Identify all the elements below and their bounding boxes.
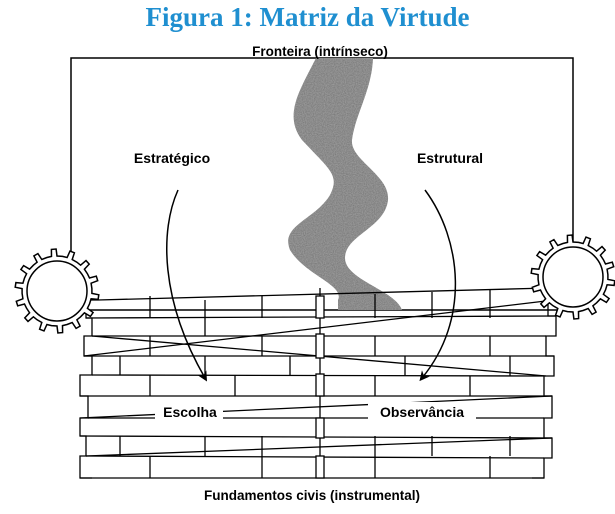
top-label: Fronteira (intrínseco) <box>252 44 388 59</box>
bottom-label: Fundamentos civis (instrumental) <box>204 488 420 503</box>
river-band <box>288 58 402 310</box>
left-curved-arrow <box>166 189 207 382</box>
center-column <box>315 288 325 479</box>
choice-label-bg <box>155 402 223 422</box>
right-label: Estrutural <box>417 150 483 166</box>
figure-title: Figura 1: Matriz da Virtude <box>145 2 470 32</box>
left-label: Estratégico <box>134 150 210 166</box>
gear-hub <box>26 260 88 322</box>
left-gear-icon <box>14 248 100 334</box>
observance-label-bg <box>368 402 476 422</box>
observance-label: Observância <box>380 404 464 420</box>
choice-label: Escolha <box>163 404 217 420</box>
gear-hub <box>542 246 604 308</box>
right-curved-arrow <box>419 189 457 382</box>
right-gear-icon <box>530 234 615 320</box>
